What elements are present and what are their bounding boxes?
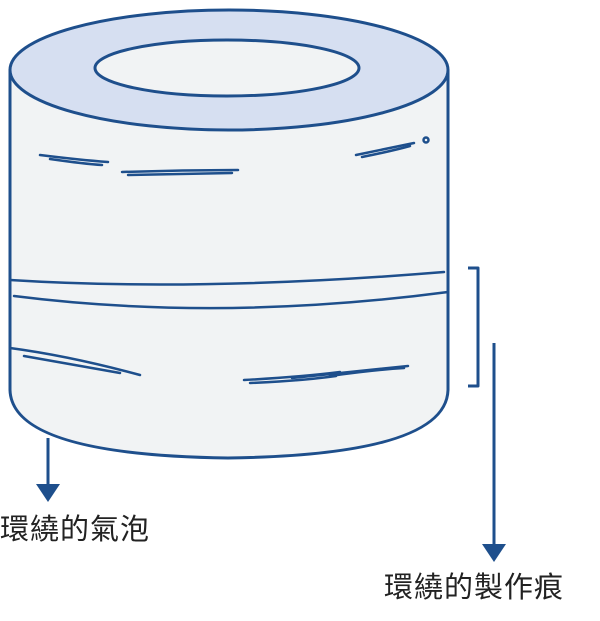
cylinder-inner-ring [93, 38, 361, 98]
arrow-to-marks-label [482, 343, 506, 562]
wrap-bracket [468, 266, 480, 388]
lower-wrap-marks [8, 346, 410, 385]
label-wrapped-bubbles: 環繞的氣泡 [0, 512, 151, 546]
upper-bubble-strokes [38, 136, 430, 177]
label-wrap-marks: 環繞的製作痕 [384, 570, 565, 604]
arrow-to-bubbles-label [36, 438, 60, 502]
cylinder-body [8, 68, 450, 460]
wrap-band-lines [8, 270, 450, 310]
